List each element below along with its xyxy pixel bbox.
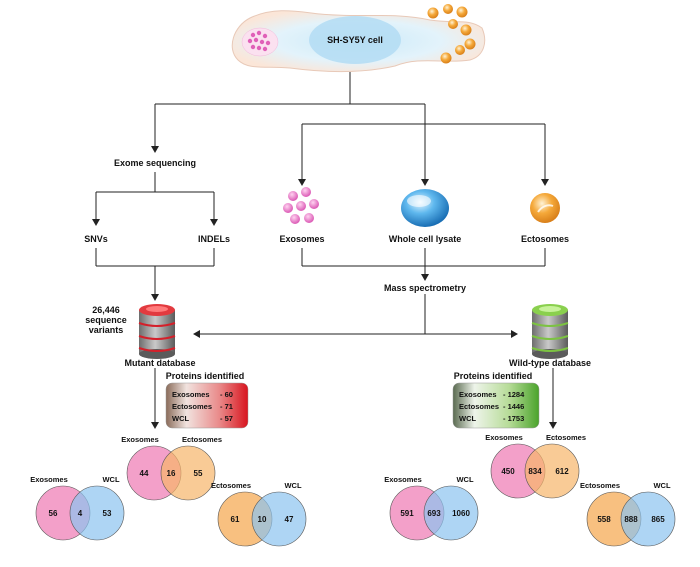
venn-left-label: Exosomes — [121, 435, 159, 444]
venn-right-label: Ectosomes — [182, 435, 222, 444]
venn-right-label: Ectosomes — [546, 433, 586, 442]
venn-right-circle — [620, 491, 676, 547]
venn-right-only: 47 — [285, 515, 294, 524]
venn-right-circle — [251, 491, 307, 547]
venn-right-label: WCL — [284, 481, 301, 490]
venn-m-ecto-wcl: 61 10 47 Ectosomes WCL — [211, 481, 307, 547]
mutant-box-value: - 60 — [220, 390, 233, 399]
flow-lines — [92, 72, 557, 429]
wildtype-box-value: - 1753 — [503, 414, 524, 423]
ectosomes-icon — [530, 193, 560, 223]
wildtype-box-value: - 1284 — [503, 390, 525, 399]
venn-right-label: WCL — [456, 475, 473, 484]
mutant-box-label: WCL — [172, 414, 189, 423]
wildtype-box-value: - 1446 — [503, 402, 524, 411]
venn-overlap: 4 — [78, 509, 83, 518]
sequence-variants-word1: sequence — [85, 315, 127, 325]
venn-right-circle — [524, 443, 580, 499]
venn-right-only: 1060 — [452, 509, 470, 518]
venn-left-label: Exosomes — [30, 475, 68, 484]
venn-left-only: 450 — [501, 467, 515, 476]
venn-right-only: 55 — [194, 469, 203, 478]
exosome-cluster-icon — [241, 27, 279, 57]
wildtype-proteins-identified-title: Proteins identified — [454, 371, 533, 381]
venn-overlap: 888 — [624, 515, 638, 524]
venn-left-label: Ectosomes — [211, 481, 251, 490]
wildtype-box-label: Ectosomes — [459, 402, 499, 411]
exosomes-icon — [283, 187, 319, 224]
cell-label: SH-SY5Y cell — [327, 35, 383, 45]
venn-w-exo-wcl: 591 693 1060 Exosomes WCL — [384, 475, 479, 541]
venn-right-circle — [423, 485, 479, 541]
sequence-variants-count: 26,446 — [92, 305, 120, 315]
mutant-box-value: - 71 — [220, 402, 233, 411]
exome-sequencing-label: Exome sequencing — [114, 158, 196, 168]
mutant-database-label: Mutant database — [124, 358, 195, 368]
venn-m-exo-ecto: 44 16 55 Exosomes Ectosomes — [121, 435, 222, 501]
venn-overlap: 834 — [528, 467, 542, 476]
mass-spectrometry-label: Mass spectrometry — [384, 283, 466, 293]
mutant-box-label: Exosomes — [172, 390, 210, 399]
sh-sy5y-cell: SH-SY5Y cell — [231, 10, 486, 72]
whole-cell-lysate-label: Whole cell lysate — [389, 234, 462, 244]
wildtype-database-icon — [531, 304, 569, 359]
mutant-proteins-identified-title: Proteins identified — [166, 371, 245, 381]
ectosome-budding-icon — [427, 4, 476, 64]
wildtype-database-label: Wild-type database — [509, 358, 591, 368]
wildtype-proteins-box: Exosomes - 1284 Ectosomes - 1446 WCL - 1… — [452, 382, 540, 429]
venn-overlap: 10 — [258, 515, 267, 524]
venn-left-label: Exosomes — [485, 433, 523, 442]
venn-right-circle — [69, 485, 125, 541]
venn-right-only: 612 — [555, 467, 569, 476]
mutant-box-label: Ectosomes — [172, 402, 212, 411]
exosomes-label: Exosomes — [279, 234, 324, 244]
venn-overlap: 16 — [167, 469, 176, 478]
venn-left-only: 44 — [140, 469, 149, 478]
venn-w-ecto-wcl: 558 888 865 Ectosomes WCL — [580, 481, 676, 547]
venn-left-only: 56 — [49, 509, 58, 518]
venn-left-label: Exosomes — [384, 475, 422, 484]
ectosomes-label: Ectosomes — [521, 234, 569, 244]
wildtype-box-label: Exosomes — [459, 390, 497, 399]
snvs-label: SNVs — [84, 234, 108, 244]
venn-left-only: 591 — [400, 509, 414, 518]
indels-label: INDELs — [198, 234, 230, 244]
venn-right-only: 865 — [651, 515, 665, 524]
venn-right-label: WCL — [102, 475, 119, 484]
venn-overlap: 693 — [427, 509, 441, 518]
whole-cell-lysate-icon — [401, 189, 449, 227]
venn-right-label: WCL — [653, 481, 670, 490]
venn-w-exo-ecto: 450 834 612 Exosomes Ectosomes — [485, 433, 586, 499]
venn-right-only: 53 — [103, 509, 112, 518]
venn-right-circle — [160, 445, 216, 501]
mutant-box-value: - 57 — [220, 414, 233, 423]
venn-left-only: 61 — [231, 515, 240, 524]
wildtype-box-label: WCL — [459, 414, 476, 423]
mutant-database-icon — [138, 304, 176, 359]
sequence-variants-word2: variants — [89, 325, 124, 335]
mutant-proteins-box: Exosomes - 60 Ectosomes - 71 WCL - 57 — [165, 382, 249, 429]
venn-left-label: Ectosomes — [580, 481, 620, 490]
venn-m-exo-wcl: 56 4 53 Exosomes WCL — [30, 475, 125, 541]
venn-left-only: 558 — [597, 515, 611, 524]
